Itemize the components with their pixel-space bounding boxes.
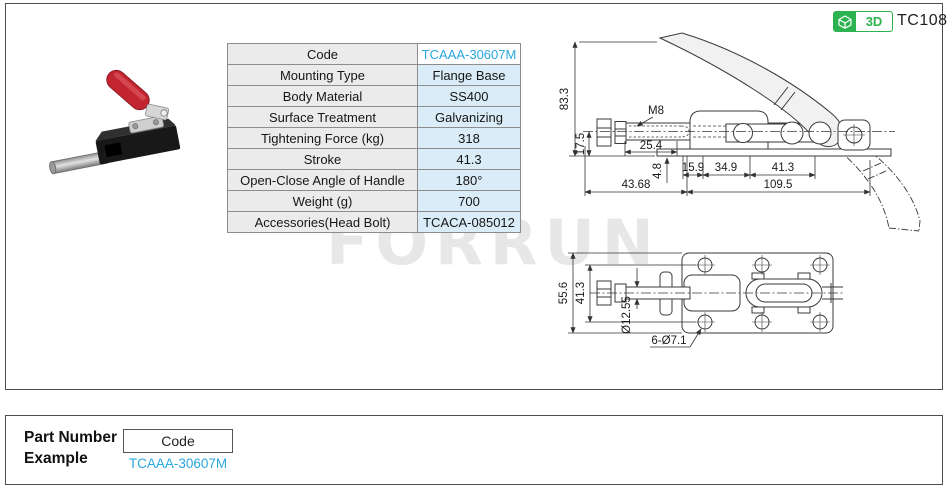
dim-total-height: 83.3: [559, 88, 571, 110]
spec-value-body-material: SS400: [418, 86, 521, 107]
spec-label-weight: Weight (g): [228, 191, 418, 212]
spec-value-stroke: 41.3: [418, 149, 521, 170]
example-code-value[interactable]: TCAAA-30607M: [128, 456, 228, 471]
spec-label-surface-treatment: Surface Treatment: [228, 107, 418, 128]
spec-value-open-close-angle: 180°: [418, 170, 521, 191]
table-row: Surface Treatment Galvanizing: [228, 107, 521, 128]
spec-value-code[interactable]: TCAAA-30607M: [418, 44, 521, 65]
dim-left-overhang: 43.68: [622, 179, 651, 191]
table-row: Body Material SS400: [228, 86, 521, 107]
main-content-frame: [5, 3, 943, 390]
spec-label-code: Code: [228, 44, 418, 65]
clamp-base: [49, 115, 181, 175]
spec-value-mounting-type: Flange Base: [418, 65, 521, 86]
table-row: Open-Close Angle of Handle 180°: [228, 170, 521, 191]
part-number-example-title: Part Number Example: [24, 427, 117, 469]
spec-label-open-close-angle: Open-Close Angle of Handle: [228, 170, 418, 191]
dim-base-length: 109.5: [764, 179, 793, 191]
badge-3d-label: 3D: [865, 14, 883, 29]
hex-nut: [614, 121, 627, 144]
spec-value-surface-treatment: Galvanizing: [418, 107, 521, 128]
dim-base-offset: 4.8: [652, 163, 664, 179]
spec-table: Code TCAAA-30607M Mounting Type Flange B…: [227, 43, 521, 233]
dim-seg-b: 34.9: [715, 162, 737, 174]
spec-value-weight: 700: [418, 191, 521, 212]
spec-label-mounting-type: Mounting Type: [228, 65, 418, 86]
thread-label: M8: [648, 105, 664, 117]
dim-rod-center-height: 17.5: [575, 133, 587, 155]
dim-seg-a: 15.9: [682, 162, 704, 174]
dim-thread-length: 25.4: [640, 140, 663, 152]
product-photo: [49, 69, 181, 175]
table-row: Weight (g) 700: [228, 191, 521, 212]
title-line-2: Example: [24, 450, 88, 467]
table-row: Mounting Type Flange Base: [228, 65, 521, 86]
cube-3d-icon: [834, 12, 856, 31]
series-code: TC108: [897, 12, 948, 29]
table-row: Tightening Force (kg) 318: [228, 128, 521, 149]
spec-label-accessories: Accessories(Head Bolt): [228, 212, 418, 233]
table-row: Accessories(Head Bolt) TCACA-085012: [228, 212, 521, 233]
table-row: Stroke 41.3: [228, 149, 521, 170]
dim-seg-c: 41.3: [772, 162, 794, 174]
side-view-drawing: 83.3 17.5 M8 25.4 4.8 15.9 34.9 41.3 43.…: [559, 32, 921, 232]
dim-mount-holes: 6-Ø7.1: [651, 335, 686, 347]
spec-label-stroke: Stroke: [228, 149, 418, 170]
spec-value-accessories: TCACA-085012: [418, 212, 521, 233]
dim-rod-diameter: Ø12.55: [621, 296, 633, 334]
plan-view-drawing: 55.6 41.3 Ø12.55 6-Ø7.1: [558, 252, 845, 348]
spec-label-body-material: Body Material: [228, 86, 418, 107]
dim-plate-width: 55.6: [558, 282, 570, 304]
spec-label-tightening-force: Tightening Force (kg): [228, 128, 418, 149]
table-row: Code TCAAA-30607M: [228, 44, 521, 65]
spec-value-tightening-force: 318: [418, 128, 521, 149]
code-box: Code: [123, 429, 233, 453]
hex-nut: [596, 118, 612, 147]
mount-holes: [695, 255, 830, 332]
view-3d-badge[interactable]: 3D: [833, 11, 893, 32]
title-line-1: Part Number: [24, 429, 118, 446]
dim-hole-row-spacing: 41.3: [575, 282, 587, 304]
red-handle: [106, 69, 150, 111]
